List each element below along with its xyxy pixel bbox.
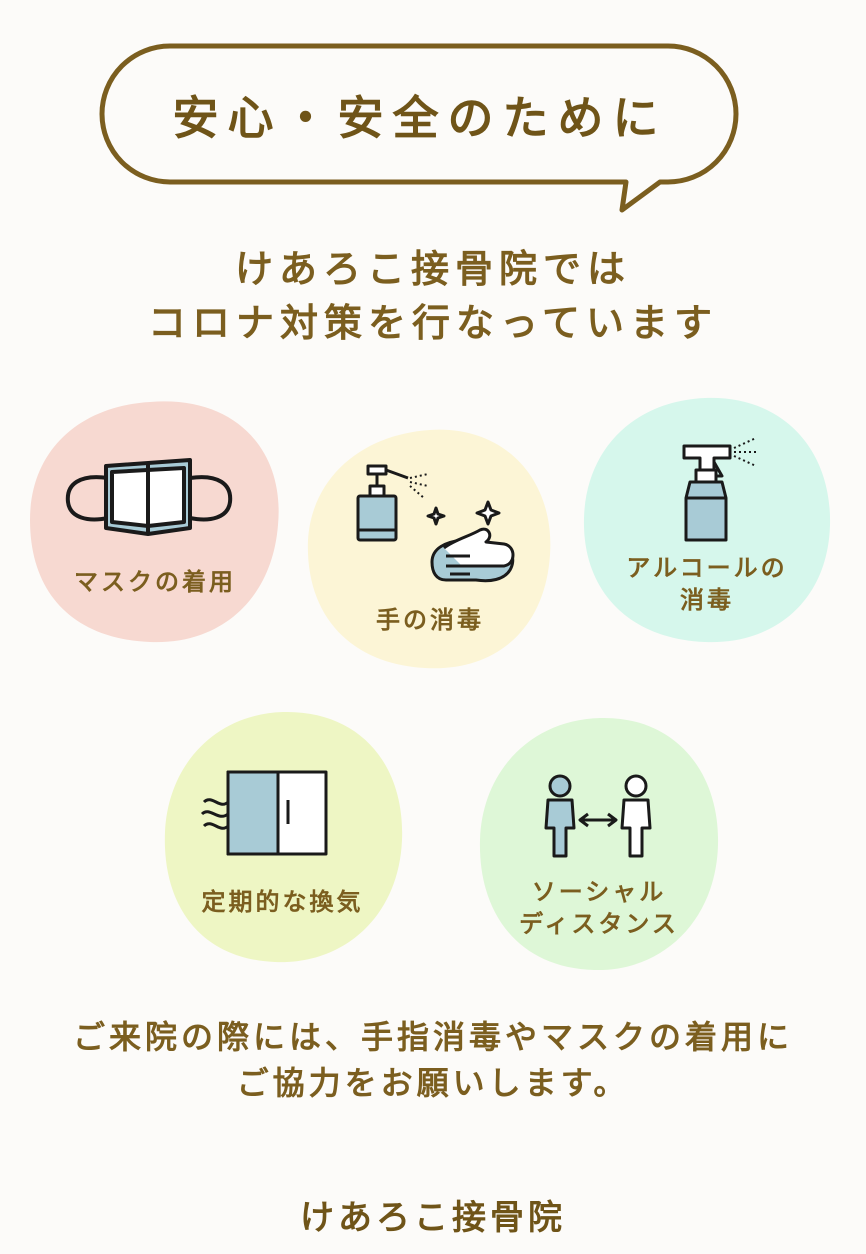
page-title: 安心・安全のために — [172, 91, 668, 145]
label-alcohol-line-1: アルコールの — [626, 554, 788, 582]
hand-sanitizer-icon — [356, 464, 515, 583]
clinic-name-footer: けあろこ接骨院 — [300, 1198, 566, 1238]
hand-blob — [307, 429, 551, 669]
distance-blob — [479, 717, 719, 971]
measures-graphic — [30, 397, 831, 971]
intro-line-2: コロナ対策を行なっています — [147, 301, 719, 345]
notice-line-2: ご協力をお願いします。 — [236, 1064, 630, 1102]
notice-line-1: ご来院の際には、手指消毒やマスクの着用に — [72, 1018, 793, 1056]
label-distance-line-1: ソーシャル — [531, 878, 667, 906]
label-ventilation: 定期的な換気 — [201, 888, 364, 916]
label-hand-sanitize: 手の消毒 — [376, 606, 484, 634]
window-ventilation-icon — [200, 770, 328, 856]
label-distance-line-2: ディスタンス — [519, 910, 679, 939]
alcohol-spray-icon — [682, 437, 757, 542]
mask-icon — [65, 458, 233, 536]
label-mask: マスクの着用 — [74, 568, 236, 596]
title-speech-bubble — [99, 43, 739, 213]
label-alcohol: アルコールの 消毒 — [584, 552, 830, 617]
social-distance-icon — [544, 774, 652, 858]
label-social-distance: ソーシャル ディスタンス — [478, 876, 720, 941]
intro-line-1: けあろこ接骨院では — [234, 247, 631, 291]
label-alcohol-line-2: 消毒 — [680, 586, 734, 615]
